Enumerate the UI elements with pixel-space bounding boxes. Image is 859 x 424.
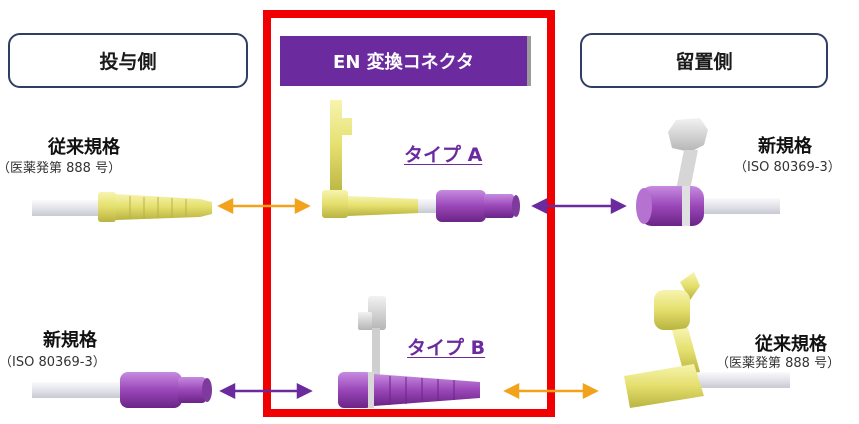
highlight-frame [263,10,555,417]
header-en-conversion-connector: EN 変換コネクタ [280,36,531,86]
right-bottom-standard-sub: （医薬発第 888 号） [716,356,841,371]
type-a-connector [322,100,520,222]
arrow-left-bottom [219,382,313,400]
right-top-standard-label: 新規格 [758,136,812,157]
left-top-standard-label: 従来規格 [48,137,120,158]
right-bottom-standard-label: 従来規格 [755,334,827,355]
left-bottom-standard-sub: （ISO 80369-3） [0,355,106,370]
type-b-label: タイプ B [407,337,486,359]
left-bottom-standard-label: 新規格 [43,330,97,351]
arrow-center-top [531,197,627,215]
left-bottom-iso-connector [32,372,212,408]
arrow-center-bottom [503,382,599,400]
header-administration-side: 投与側 [8,33,248,88]
left-top-legacy-connector [32,192,212,222]
right-bottom-legacy-connector [624,272,790,408]
type-a-label: タイプ A [404,144,483,166]
left-top-standard-sub: （医薬発第 888 号） [0,161,122,176]
type-b-connector [338,296,480,408]
right-top-iso-connector [636,118,780,226]
arrow-left-top [217,197,311,215]
header-indwelling-side: 留置側 [580,33,828,88]
right-top-standard-sub: （ISO 80369-3） [734,160,841,175]
